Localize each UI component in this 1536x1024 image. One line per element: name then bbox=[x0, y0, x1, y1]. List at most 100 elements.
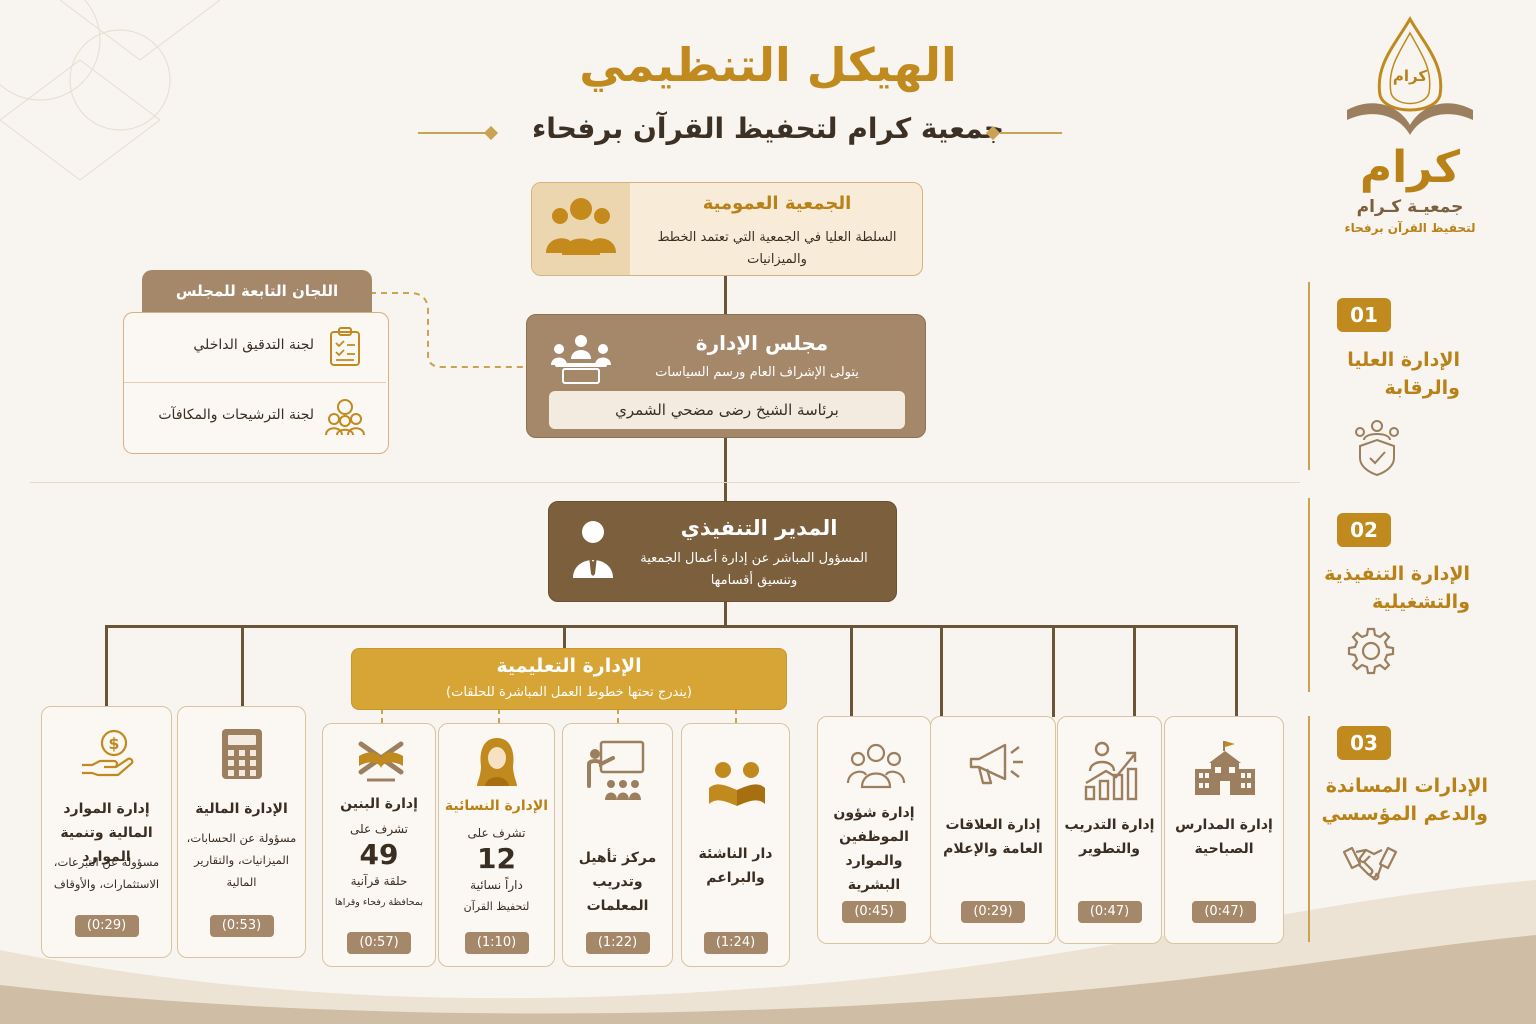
dept-hr-name: إدارة شؤون الموظفين والموارد البشرية bbox=[833, 805, 915, 893]
dept-hr-time: (0:45) bbox=[842, 901, 906, 923]
level-bar-1 bbox=[1308, 282, 1310, 470]
dept-boys-post2: بمحافظة رفحاء وقراها bbox=[334, 897, 424, 908]
dept-women-post: داراً نسائية bbox=[470, 878, 523, 892]
edu-connector-3 bbox=[617, 708, 619, 724]
dept-resources-desc: مسؤولة عن التبرعات، الاستثمارات، والأوقا… bbox=[53, 855, 160, 891]
drop-hr bbox=[850, 625, 853, 717]
logo-emblem-icon bbox=[1347, 15, 1473, 135]
dept-teachers-time: (1:22) bbox=[585, 932, 650, 954]
dept-training-time: (0:47) bbox=[1077, 901, 1142, 923]
ga-title: الجمعية العمومية bbox=[702, 193, 852, 214]
dept-hr-card[interactable]: إدارة شؤون الموظفين والموارد البشرية (0:… bbox=[817, 716, 931, 944]
level-3-number: 03 bbox=[1337, 726, 1391, 760]
growth-chart-icon bbox=[1084, 741, 1138, 801]
executive-title: المدير التنفيذي bbox=[680, 516, 838, 540]
board-chair: برئاسة الشيخ رضى مضحي الشمري bbox=[549, 391, 905, 429]
dept-women-count: 12 bbox=[477, 842, 516, 875]
dept-youth-card[interactable]: دار الناشئة والبراعم (1:24) bbox=[681, 723, 790, 967]
dept-youth-time: (1:24) bbox=[703, 932, 768, 954]
megaphone-icon bbox=[969, 743, 1023, 785]
svg-text:$: $ bbox=[108, 734, 119, 753]
edu-connector-2 bbox=[498, 708, 500, 724]
page-title: الهيكل التنظيمي bbox=[579, 38, 957, 92]
dept-finance-card[interactable]: الإدارة المالية مسؤولة عن الحسابات، المي… bbox=[177, 706, 306, 958]
board-box[interactable]: مجلس الإدارة يتولى الإشراف العام ورسم ال… bbox=[526, 314, 926, 438]
manager-icon bbox=[573, 521, 613, 578]
dept-finance-name: الإدارة المالية bbox=[195, 801, 288, 817]
committees-box: لجنة التدقيق الداخلي لجنة الترشيحات والم… bbox=[123, 312, 389, 454]
quran-stand-icon bbox=[358, 741, 404, 782]
people-award-icon bbox=[325, 399, 365, 436]
dept-schools-name: إدارة المدارس الصباحية bbox=[1175, 817, 1273, 857]
dept-boys-name: إدارة البنين bbox=[340, 796, 418, 812]
logo-line1: جمعيـة كـرام bbox=[1356, 197, 1464, 217]
committee-nominations[interactable]: لجنة الترشيحات والمكافآت bbox=[124, 383, 386, 451]
logo-line2: لتحفيظ القرآن برفحاء bbox=[1344, 221, 1476, 235]
level-1-label: الإدارة العليا والرقابة bbox=[1347, 349, 1460, 399]
dept-teachers-name: مركز تأهيل وتدريب المعلمات bbox=[578, 850, 657, 914]
woman-hijab-icon bbox=[477, 738, 517, 786]
horizontal-bus bbox=[105, 625, 1238, 628]
level-1-number: 01 bbox=[1337, 298, 1391, 332]
dept-women-post2: لتحفيظ القرآن bbox=[463, 900, 530, 913]
dept-boys-pre: تشرف على bbox=[349, 822, 409, 836]
connector-ga-board bbox=[724, 276, 727, 314]
education-title: الإدارة التعليمية bbox=[496, 655, 642, 677]
gear-icon bbox=[1347, 627, 1395, 675]
edu-connector-4 bbox=[735, 708, 737, 724]
dept-women-time: (1:10) bbox=[464, 932, 529, 954]
dept-teachers-card[interactable]: مركز تأهيل وتدريب المعلمات (1:22) bbox=[562, 723, 673, 967]
committee-audit-label: لجنة التدقيق الداخلي bbox=[193, 337, 314, 353]
dept-training-card[interactable]: إدارة التدريب والتطوير (0:47) bbox=[1057, 716, 1162, 944]
logo-name: كرام bbox=[1359, 142, 1461, 193]
dept-boys-time: (0:57) bbox=[347, 932, 411, 954]
dept-schools-time: (0:47) bbox=[1192, 901, 1256, 923]
people-group-icon bbox=[546, 198, 616, 255]
dept-resources-time: (0:29) bbox=[74, 915, 139, 937]
board-title: مجلس الإدارة bbox=[695, 331, 829, 355]
dept-schools-card[interactable]: إدارة المدارس الصباحية (0:47) bbox=[1164, 716, 1284, 944]
drop-finance bbox=[241, 625, 244, 707]
subtitle-ornament-left bbox=[418, 132, 488, 134]
dept-boys-card[interactable]: إدارة البنين تشرف على 49 حلقة قرآنية بمح… bbox=[322, 723, 436, 967]
general-assembly-box[interactable]: الجمعية العمومية السلطة العليا في الجمعي… bbox=[531, 182, 923, 276]
dept-pr-card[interactable]: إدارة العلاقات العامة والإعلام (0:29) bbox=[930, 716, 1056, 944]
dept-women-card[interactable]: الإدارة النسائية تشرف على 12 داراً نسائي… bbox=[438, 723, 555, 967]
education-department-box[interactable]: الإدارة التعليمية (يندرج تحتها خطوط العم… bbox=[351, 648, 787, 710]
dept-boys-count: 49 bbox=[359, 838, 399, 871]
dept-women-pre: تشرف على bbox=[467, 826, 526, 840]
drop-schools bbox=[1235, 625, 1238, 717]
calculator-icon bbox=[222, 729, 262, 779]
committee-connector bbox=[370, 292, 528, 368]
committee-nominations-label: لجنة الترشيحات والمكافآت bbox=[158, 407, 314, 423]
logo-emblem-text: كرام bbox=[1392, 67, 1428, 85]
drop-resources bbox=[105, 625, 108, 707]
logo: كرام كرام جمعيـة كـرام لتحفيظ القرآن برف… bbox=[1335, 15, 1485, 245]
dept-boys-post: حلقة قرآنية bbox=[350, 874, 408, 888]
edu-connector-1 bbox=[381, 708, 383, 724]
committees-header: اللجان التابعة للمجلس bbox=[142, 270, 372, 312]
executive-director-box[interactable]: المدير التنفيذي المسؤول المباشر عن إدارة… bbox=[548, 501, 897, 602]
level-2-label: الإدارة التنفيذية والتشغيلية bbox=[1324, 563, 1470, 613]
drop-pr bbox=[940, 625, 943, 717]
dept-resources-card[interactable]: $ إدارة الموارد المالية وتنمية الموارد م… bbox=[41, 706, 172, 958]
dept-training-name: إدارة التدريب والتطوير bbox=[1064, 817, 1155, 857]
level-bar-3 bbox=[1308, 716, 1310, 942]
level-2-number: 02 bbox=[1337, 513, 1391, 547]
handshake-icon bbox=[1342, 846, 1398, 881]
dept-resources-name: إدارة الموارد المالية وتنمية الموارد bbox=[60, 801, 153, 865]
drop-training bbox=[1133, 625, 1136, 717]
committee-audit[interactable]: لجنة التدقيق الداخلي bbox=[124, 313, 386, 381]
clipboard-checklist-icon bbox=[330, 327, 360, 366]
dept-women-name: الإدارة النسائية bbox=[444, 798, 549, 814]
dept-pr-time: (0:29) bbox=[961, 901, 1025, 923]
committee-divider bbox=[124, 382, 386, 383]
children-reading-icon bbox=[709, 762, 765, 806]
section-divider bbox=[30, 482, 1300, 483]
board-meeting-icon bbox=[551, 335, 611, 384]
dept-finance-desc: مسؤولة عن الحسابات، الميزانيات، والتقاري… bbox=[186, 831, 297, 889]
board-desc: يتولى الإشراف العام ورسم السياسات bbox=[655, 365, 859, 380]
executive-desc: المسؤول المباشر عن إدارة أعمال الجمعية و… bbox=[640, 551, 868, 588]
hand-coin-icon: $ bbox=[82, 729, 134, 777]
level-3-label: الإدارات المساندة والدعم المؤسسي bbox=[1321, 775, 1488, 825]
